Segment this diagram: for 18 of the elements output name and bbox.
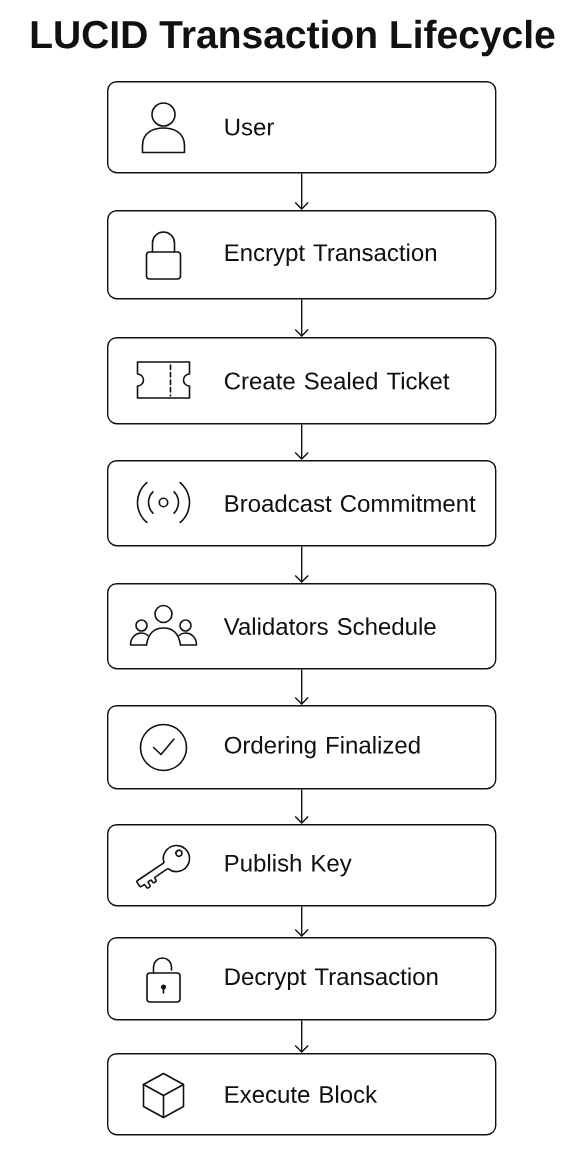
arrow [294,298,309,337]
arrow [294,905,309,937]
process-box: Encrypt Transaction [107,210,497,300]
arrow [294,423,309,460]
process-box: Decrypt Transaction [107,937,497,1021]
process-box: Publish Key [107,824,497,907]
arrow [294,545,309,583]
process-box: Ordering Finalized [107,705,497,790]
process-box: Validators Schedule [107,583,497,670]
arrow [294,788,309,824]
process-box: Create Sealed Ticket [107,337,497,425]
title: LUCID Transaction Lifecycle [31,19,555,57]
arrow [294,668,309,705]
arrow [294,1019,309,1053]
process-box: Execute Block [107,1053,497,1136]
arrow [294,172,309,210]
process-box: User [107,81,497,174]
process-box: Broadcast Commitment [107,460,497,547]
